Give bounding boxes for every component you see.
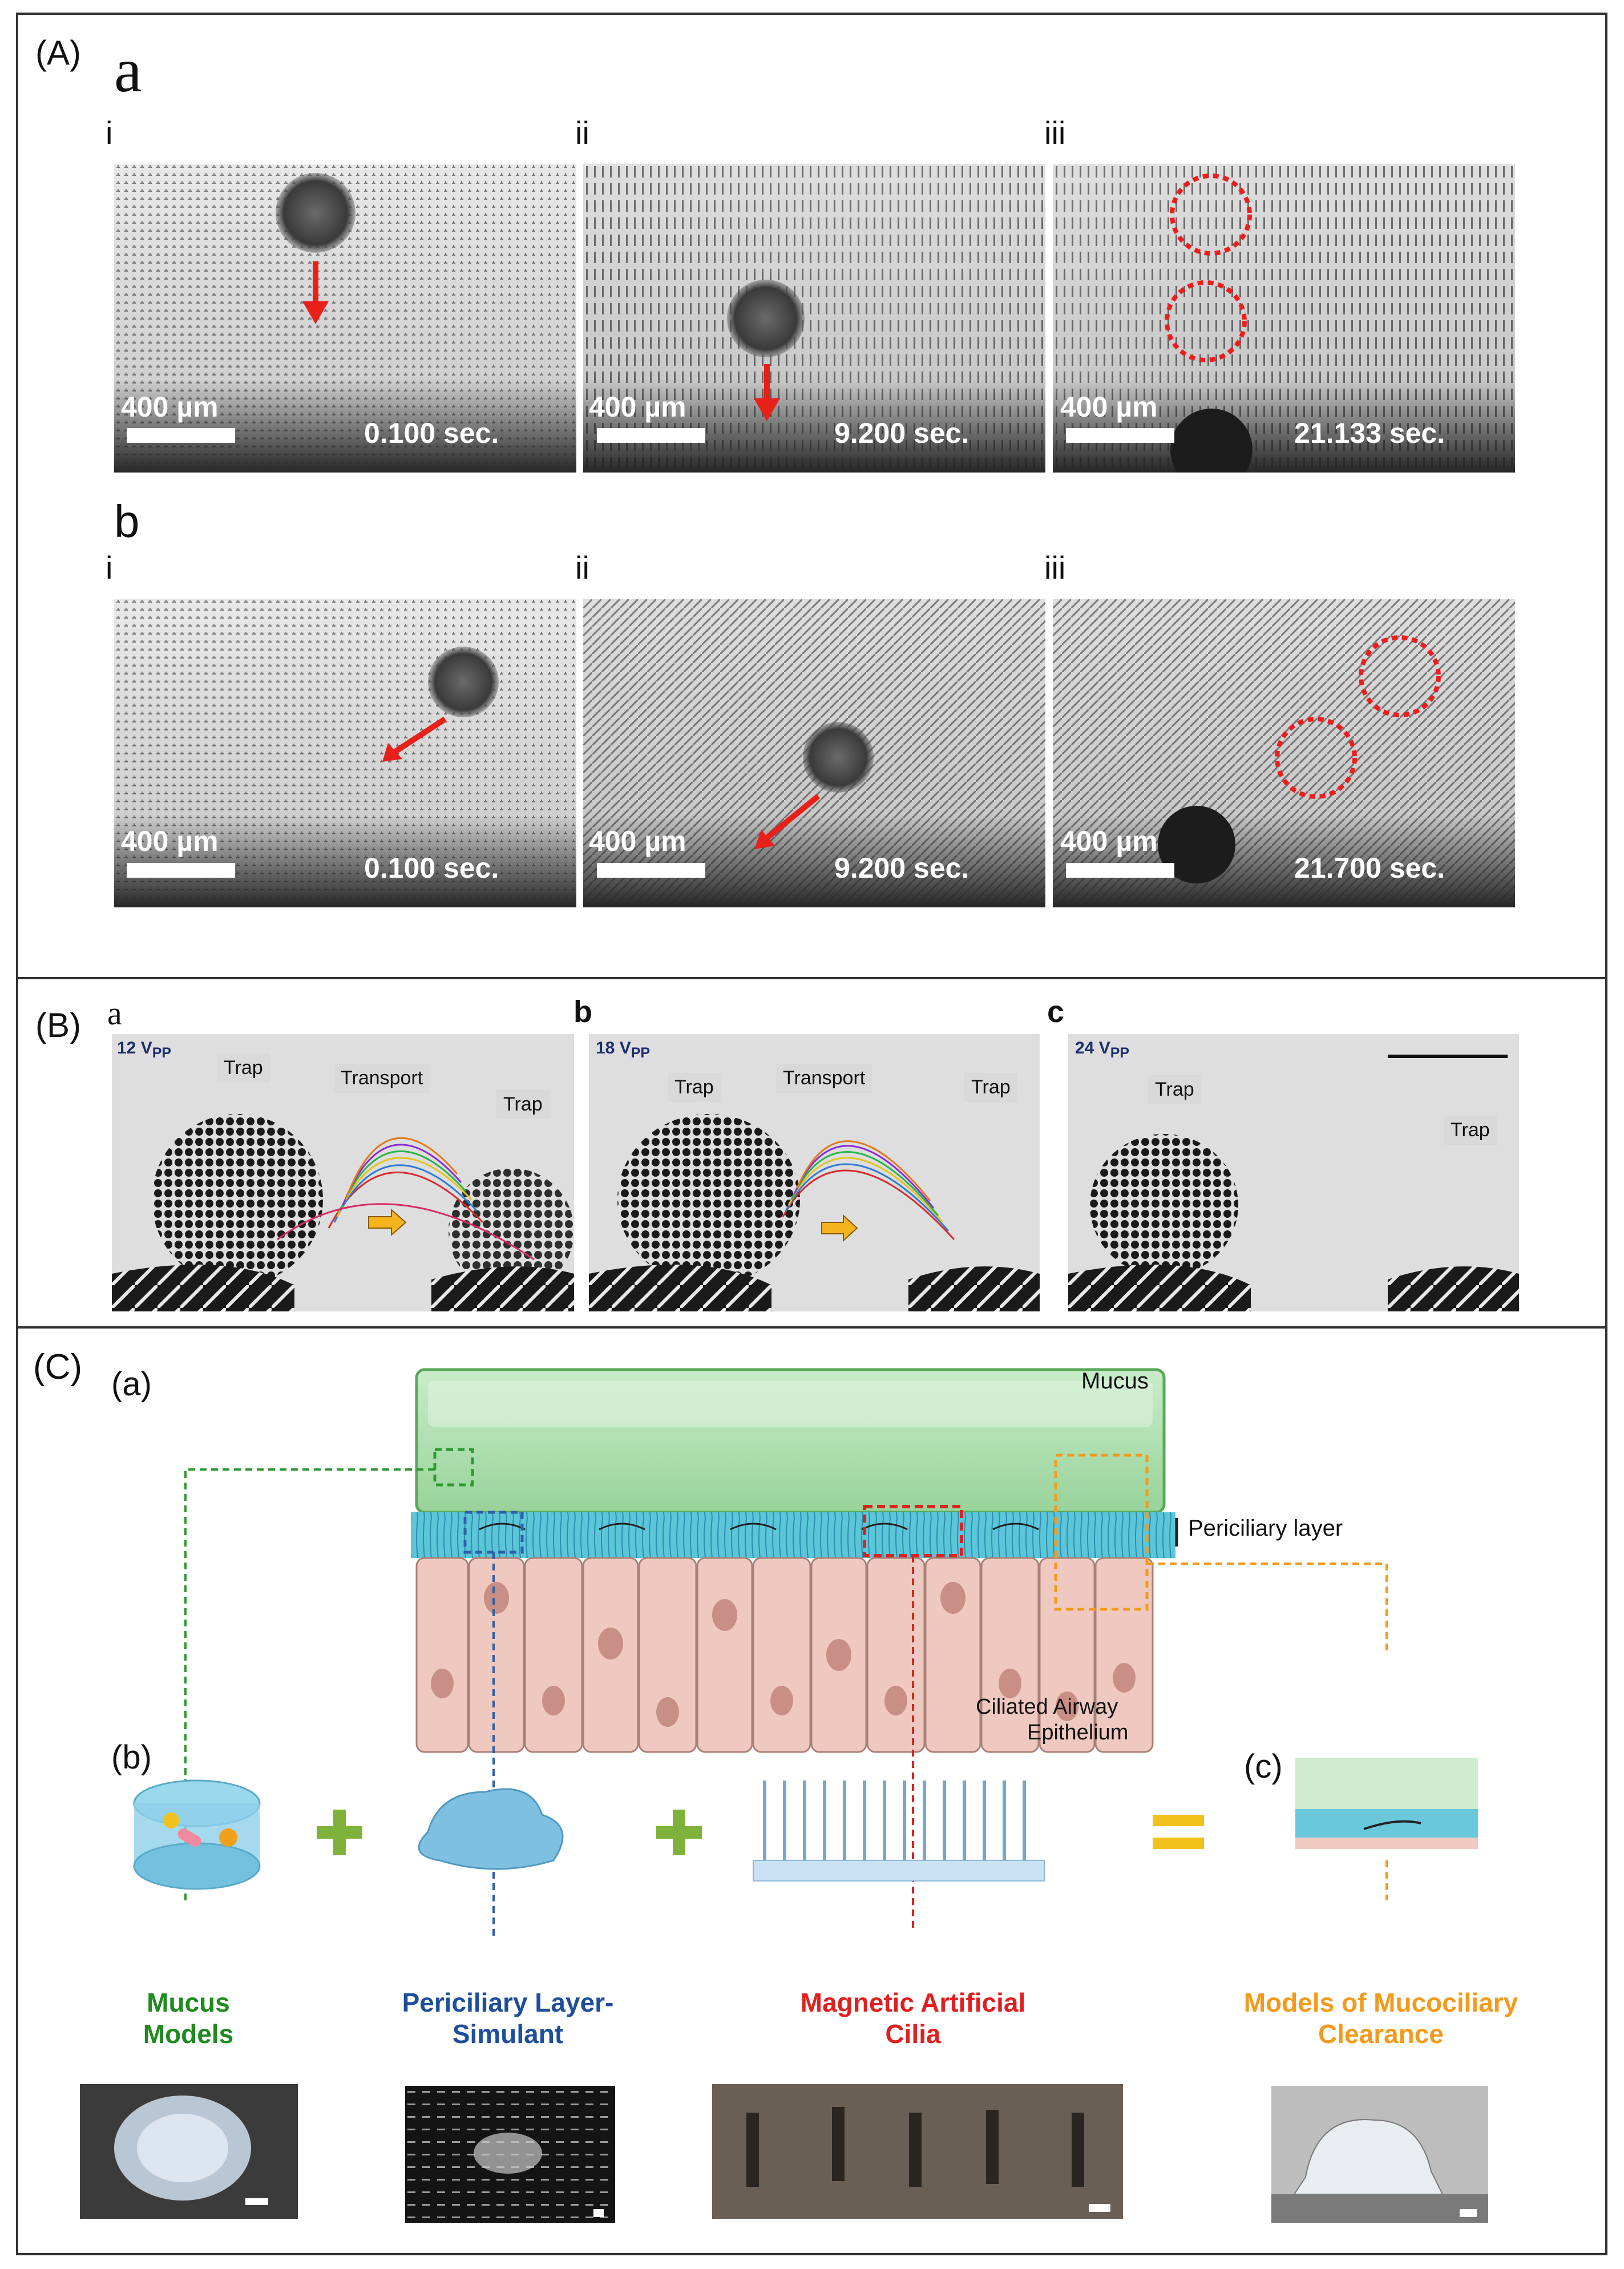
photo-mucociliary-model (1271, 2086, 1488, 2223)
epithelium-cells (415, 1557, 1154, 1753)
caption-cilia-line1: Magnetic Artificial (800, 1988, 1026, 2017)
panel-b-letter-c: c (1047, 995, 1065, 1029)
time-label-a-ii: 9.200 sec. (834, 417, 969, 449)
divider-a-b (16, 977, 1607, 979)
voltage-c-sub: PP (1110, 1045, 1130, 1061)
mucus-label: Mucus (1081, 1368, 1149, 1394)
row-b-roman-iii: iii (1044, 550, 1066, 586)
photo-periciliary (405, 2086, 615, 2223)
scale-bar-b-i (127, 863, 235, 878)
caption-cilia-line2: Cilia (885, 2019, 941, 2049)
micrograph-b-ii (583, 599, 1045, 907)
row-b-roman-i: i (106, 550, 113, 586)
panel-b-letter-a: a (107, 995, 122, 1032)
voltage-b-value: 18 V (596, 1039, 631, 1057)
micrograph-a-ii (583, 164, 1045, 473)
scale-bar-a-i (127, 428, 235, 443)
trap-label-c-right: Trap (1444, 1116, 1497, 1145)
trap-label-a-right: Trap (496, 1090, 550, 1119)
time-label-a-i: 0.100 sec. (364, 417, 499, 449)
panel-c-sub-c: (c) (1244, 1748, 1283, 1785)
row-b-roman-ii: ii (575, 550, 589, 586)
panel-c-sub-a: (a) (111, 1366, 152, 1403)
scale-bar-a-ii (597, 428, 705, 443)
scale-label-b-ii: 400 µm (589, 825, 686, 857)
trap-label-a-left: Trap (217, 1053, 270, 1083)
panel-a-row-b-label: b (114, 496, 140, 547)
panel-a-label: (A) (35, 34, 81, 72)
voltage-a-value: 12 V (117, 1039, 152, 1057)
photo-artificial-cilia (712, 2084, 1123, 2219)
time-label-b-iii: 21.700 sec. (1294, 852, 1445, 884)
caption-mcc-line2: Clearance (1318, 2019, 1444, 2049)
periciliary-layer (411, 1512, 1175, 1558)
voltage-a-sub: PP (152, 1045, 172, 1061)
row-a-roman-iii: iii (1044, 115, 1066, 151)
row-a-roman-ii: ii (575, 115, 589, 151)
trap-label-b-right: Trap (964, 1073, 1017, 1102)
caption-mcc-line1: Models of Mucociliary (1243, 1988, 1518, 2017)
transport-label-b: Transport (776, 1064, 872, 1093)
time-label-b-ii: 9.200 sec. (834, 852, 969, 884)
epithelium-label-1: Ciliated Airway (976, 1695, 1118, 1719)
scale-bar-b-ii (597, 863, 705, 878)
micrograph-a-i (114, 164, 576, 473)
panel-b-letter-b: b (573, 995, 592, 1029)
particle-ball (276, 173, 355, 253)
micrograph-a-iii (1053, 164, 1515, 473)
figure-frame (16, 13, 1607, 2255)
panel-b-label: (B) (35, 1006, 81, 1044)
voltage-c: 24 VPP (1075, 1039, 1129, 1061)
trap-label-c-left: Trap (1148, 1075, 1201, 1104)
epithelium-label-2: Epithelium (1027, 1721, 1129, 1745)
panel-c-label: (C) (33, 1347, 83, 1387)
scale-bar-b-c (1388, 1055, 1508, 1058)
scale-label-b-i: 400 µm (121, 825, 219, 857)
caption-pcl-line1: Periciliary Layer- (402, 1988, 614, 2017)
photo-mucus-model (80, 2084, 298, 2219)
caption-mucus-line1: Mucus (147, 1988, 230, 2017)
trap-frame-c (1068, 1034, 1519, 1311)
time-label-a-iii: 21.133 sec. (1294, 417, 1445, 449)
transport-label-a: Transport (334, 1064, 430, 1093)
trap-label-b-left: Trap (668, 1073, 721, 1102)
scale-label-a-iii: 400 µm (1060, 391, 1158, 423)
voltage-a: 12 VPP (117, 1039, 171, 1061)
scale-bar-b-iii (1066, 863, 1174, 878)
panel-c-sub-b: (b) (111, 1739, 152, 1776)
scale-label-b-iii: 400 µm (1060, 825, 1158, 857)
caption-pcl-line2: Simulant (452, 2019, 564, 2049)
caption-mucus-line2: Models (143, 2019, 234, 2049)
panel-a-row-a-label: a (114, 35, 142, 105)
micrograph-b-iii (1053, 599, 1515, 907)
caption-periciliary: Periciliary Layer-Simulant (365, 1987, 651, 2050)
airway-diagram (133, 1368, 1478, 1940)
voltage-b-sub: PP (631, 1045, 651, 1061)
scale-label-a-i: 400 µm (121, 391, 219, 423)
micrograph-b-i (114, 599, 576, 907)
row-a-roman-i: i (106, 115, 113, 151)
divider-b-c (16, 1326, 1607, 1329)
scale-bar-a-iii (1066, 428, 1174, 443)
scale-label-a-ii: 400 µm (589, 391, 686, 423)
time-label-b-i: 0.100 sec. (364, 852, 499, 884)
voltage-c-value: 24 V (1075, 1039, 1110, 1057)
periciliary-label: Periciliary layer (1188, 1516, 1343, 1541)
voltage-b: 18 VPP (596, 1039, 650, 1061)
